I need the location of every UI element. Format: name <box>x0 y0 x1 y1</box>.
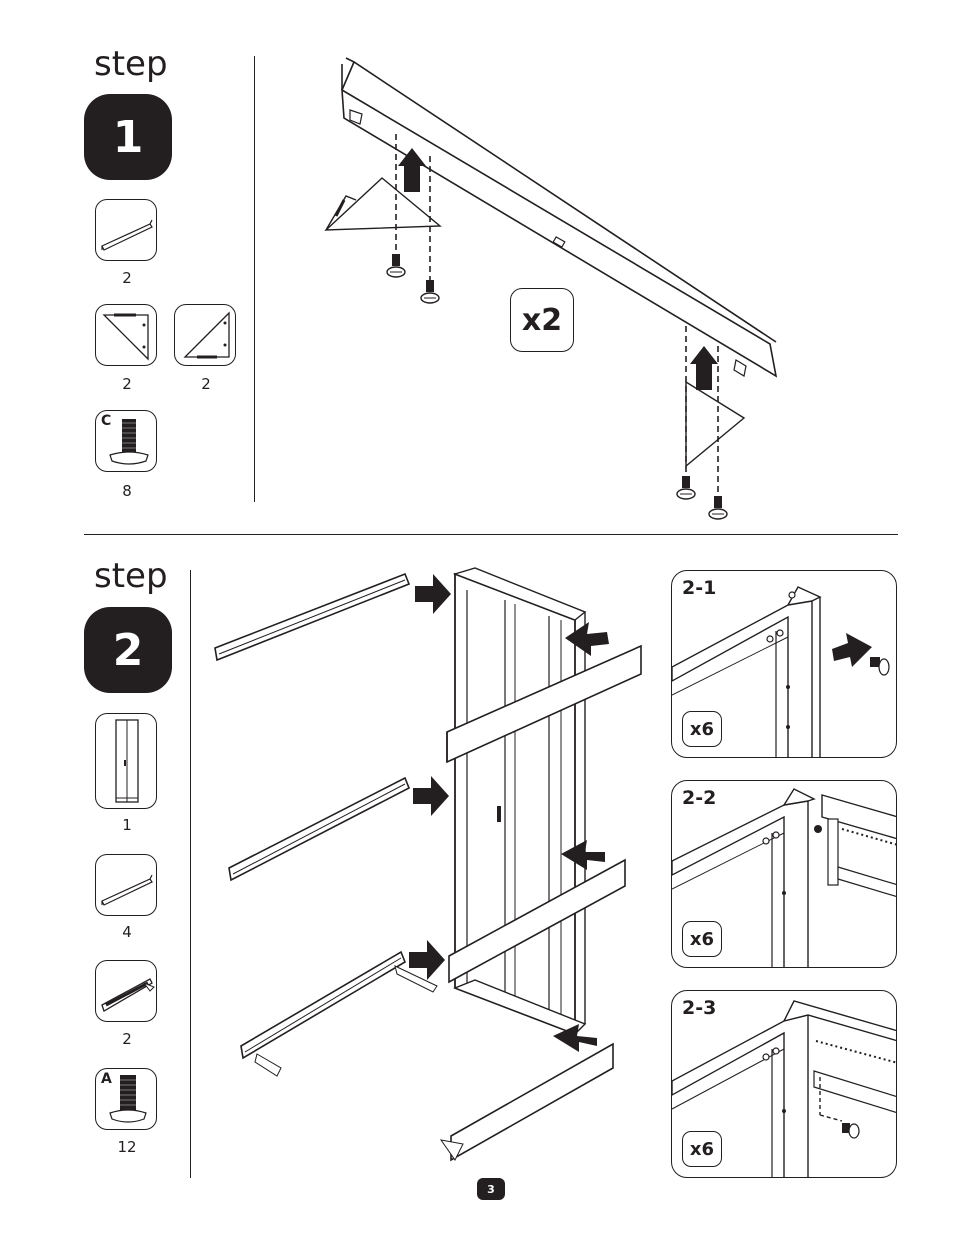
step-1-part-screw-c-qty: 8 <box>122 482 132 500</box>
section-divider <box>84 534 898 535</box>
screw-icon <box>842 1123 860 1139</box>
step-1-number-badge: 1 <box>84 94 172 180</box>
step-1-part-left-gusset <box>95 304 157 366</box>
step-1-part-right-gusset <box>174 304 236 366</box>
step-2-number-badge: 2 <box>84 607 172 693</box>
step-2-part-rail-qty: 4 <box>122 923 132 941</box>
detail-panel-2-1: 2-1 x6 <box>671 570 897 758</box>
screw-icon <box>708 496 728 520</box>
step-2-part-bottom-rail-qty: 2 <box>122 1030 132 1048</box>
screw-icon <box>676 476 696 500</box>
screw-icon <box>386 254 406 278</box>
bottom-rail-icon <box>101 978 155 1012</box>
screw-c-icon <box>109 419 149 465</box>
step-1-multiplier-badge: x2 <box>510 288 574 352</box>
detail-2-1-multiplier: x6 <box>682 711 722 747</box>
step-1-part-left-gusset-qty: 2 <box>122 375 132 393</box>
detail-2-3-multiplier: x6 <box>682 1131 722 1167</box>
step-2-part-rack-frame-qty: 1 <box>122 816 132 834</box>
right-gusset-bracket-icon <box>183 311 230 359</box>
step-1-part-right-gusset-qty: 2 <box>201 375 211 393</box>
step-2-divider <box>190 570 191 1178</box>
step-1-part-rail-qty: 2 <box>122 269 132 287</box>
page-number: 3 <box>477 1178 505 1200</box>
detail-2-2-illustration <box>672 788 896 967</box>
left-gusset-bracket-icon <box>102 313 149 361</box>
step-2-word: step <box>94 556 168 596</box>
step-2-part-bottom-rail <box>95 960 157 1022</box>
detail-2-2-multiplier: x6 <box>682 921 722 957</box>
step-1-word: step <box>94 44 168 84</box>
step-1-part-screw-c: C <box>95 410 157 472</box>
detail-2-1-illustration <box>672 586 890 757</box>
step-2-part-screw-a-qty: 12 <box>117 1138 137 1156</box>
step-2-part-rail <box>95 854 157 916</box>
screw-c-letter: C <box>101 413 112 429</box>
detail-2-1-label: 2-1 <box>682 577 717 599</box>
horizontal-rail-icon <box>101 874 153 906</box>
screw-icon <box>870 657 890 676</box>
screw-a-icon <box>109 1075 147 1123</box>
step-1-divider <box>254 56 255 502</box>
detail-panel-2-3: 2-3 x6 <box>671 990 897 1178</box>
detail-2-2-label: 2-2 <box>682 787 717 809</box>
screw-a-letter: A <box>101 1071 112 1087</box>
step-2-illustration <box>214 567 642 1162</box>
detail-panel-2-2: 2-2 x6 <box>671 780 897 968</box>
screw-icon <box>420 280 440 304</box>
detail-2-3-label: 2-3 <box>682 997 717 1019</box>
step-1-illustration <box>324 57 778 520</box>
horizontal-rail-icon <box>101 219 153 251</box>
detail-2-3-illustration <box>672 1000 896 1177</box>
rack-frame-icon <box>115 719 139 803</box>
step-2-part-screw-a: A <box>95 1068 157 1130</box>
step-2-part-rack-frame <box>95 713 157 809</box>
step-1-part-rail <box>95 199 157 261</box>
